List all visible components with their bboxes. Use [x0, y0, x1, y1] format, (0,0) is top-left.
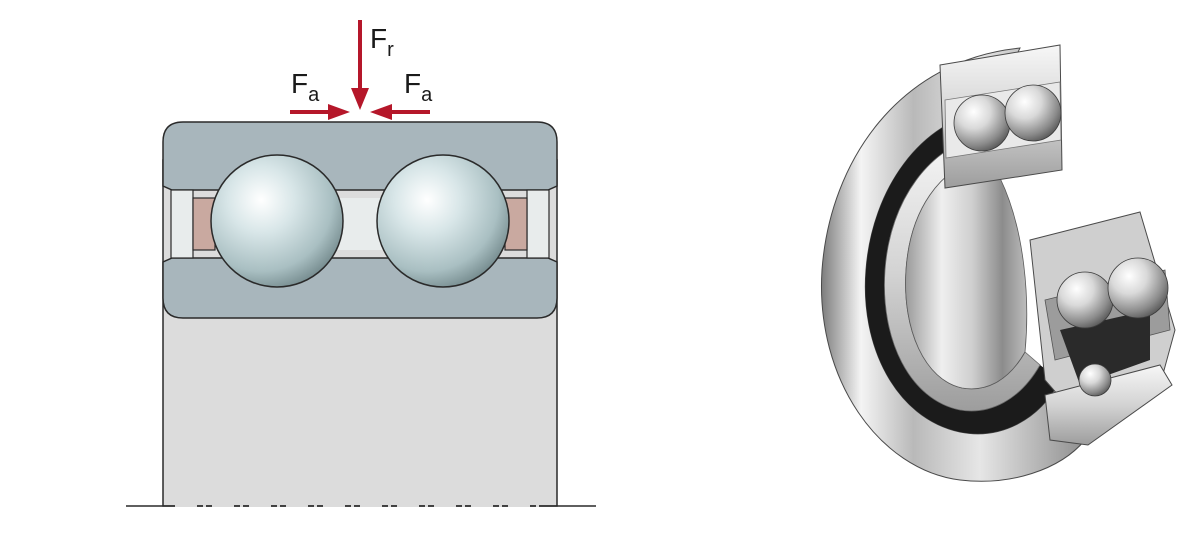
ball-right [376, 154, 510, 288]
outer-ring [162, 121, 558, 191]
axial-force-arrow-right [370, 104, 430, 120]
cross-section-diagram: Fr Fa Fa [126, 20, 596, 507]
seal-band [865, 110, 1060, 434]
cut-section-bottom-lip [1044, 364, 1173, 446]
axial-force-label-right: Fa [404, 68, 433, 106]
ball-lower-right [1107, 257, 1169, 319]
seal-right [526, 189, 550, 259]
ball-left [210, 154, 344, 288]
ball-top-left [953, 94, 1011, 152]
inner-bore [905, 157, 1028, 390]
inner-ring [162, 257, 558, 319]
bearing-cutaway-illustration [820, 44, 1176, 482]
radial-force-arrow [351, 20, 369, 110]
cage-interior [1060, 310, 1150, 385]
ball-top-right [1004, 84, 1062, 142]
cage-middle [336, 198, 384, 250]
radial-force-label: Fr [370, 23, 394, 61]
axial-force-arrow-left [290, 104, 350, 120]
seal-left [170, 189, 194, 259]
ball-lower-left [1056, 271, 1114, 329]
axial-force-label-left: Fa [291, 68, 320, 106]
ball-hidden [1078, 363, 1112, 397]
